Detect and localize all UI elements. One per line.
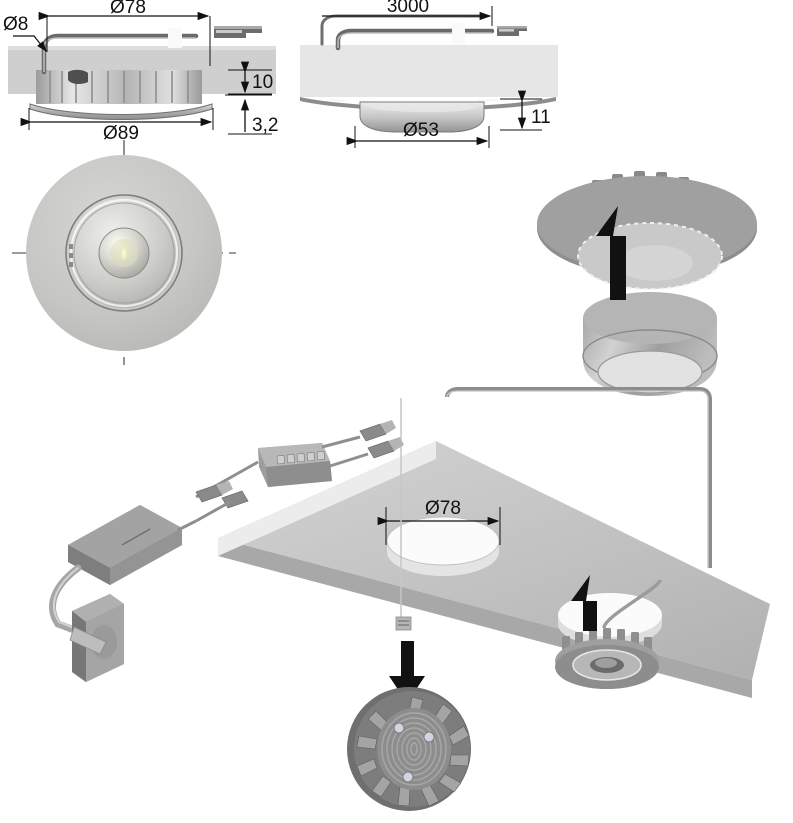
- clip-inner-serration: [577, 222, 723, 290]
- arrow-up-detail-icon: [596, 206, 626, 300]
- dimension-h32: 3,2: [225, 94, 278, 136]
- dim-label-dia53: Ø53: [403, 120, 439, 141]
- driver-label-line: [121, 528, 151, 546]
- wall-socket: [69, 594, 124, 682]
- dimension-h10: 10: [228, 61, 273, 95]
- dim-label-dia89: Ø89: [103, 123, 139, 144]
- view-section-left-recessed: Ø78 Ø8 Ø89 10 3,2: [3, 0, 278, 144]
- clip-hub: [617, 245, 693, 281]
- view-spring-clip-detail: [537, 171, 757, 396]
- plug-connector-a: [359, 420, 396, 442]
- slab-highlight: [8, 46, 276, 50]
- distributor-front: [266, 461, 332, 487]
- cable-entry-notch: [68, 69, 88, 85]
- dim-label-3000: 3000: [387, 0, 429, 17]
- view-isometric-installation: Ø78: [49, 387, 770, 811]
- driver-front-face: [110, 528, 182, 585]
- overhead-cable-2-highlight: [446, 390, 709, 568]
- led-driver: [68, 505, 182, 585]
- dimension-dia78-left: Ø78: [38, 0, 211, 66]
- dim-label-dia78-iso: Ø78: [425, 498, 461, 519]
- spring-body-top: [583, 292, 717, 344]
- distributor-cable-b: [329, 452, 369, 468]
- installed-reflector-ring: [572, 649, 642, 681]
- socket-plug: [69, 626, 107, 655]
- heatsink-center-plate: [377, 708, 451, 790]
- mounting-screw-3: [402, 771, 414, 783]
- ceiling-panel-left-edge: [218, 441, 436, 556]
- lens-highlight: [368, 102, 476, 113]
- cable-highlight-right: [337, 32, 492, 48]
- installed-cable-tail: [602, 579, 662, 629]
- luminaire-installed: [555, 579, 662, 689]
- distributor-cable-a: [321, 435, 361, 449]
- drop-cable-1-connector: [395, 616, 412, 631]
- driver-output-cable: [177, 519, 197, 532]
- plan-led-emitter: [120, 246, 128, 260]
- cutout-1-hole: [387, 517, 499, 565]
- dimension-h11: 11: [500, 90, 551, 131]
- cutout-1-wall: [387, 541, 499, 576]
- overhead-cable-2: [445, 387, 712, 568]
- mounting-screw-2: [423, 731, 435, 743]
- socket-top-bevel: [72, 594, 124, 622]
- heatsink-body: [36, 70, 202, 104]
- dimension-dia8-leader: Ø8: [3, 14, 47, 52]
- driver-left-face: [68, 545, 110, 585]
- installed-lens-glow: [595, 658, 617, 668]
- luminaire-rear-heatsink: [347, 687, 471, 811]
- plug-connector-left: [214, 26, 262, 38]
- dim-label-h10: 10: [252, 72, 273, 93]
- trim-flange: [29, 103, 213, 120]
- dimension-dia78-iso: Ø78: [377, 498, 501, 545]
- dimension-len3000: 3000: [322, 0, 493, 26]
- plug-connector-right: [497, 26, 527, 36]
- dim-label-dia78-left: Ø78: [110, 0, 146, 18]
- dimension-dia89-left: Ø89: [20, 108, 214, 144]
- dimension-dia53: Ø53: [346, 120, 490, 148]
- plan-ring-notches: [69, 244, 73, 267]
- plan-reflector-ring-outline: [65, 194, 183, 312]
- driver-output-cable-2: [195, 500, 231, 523]
- view-section-right-surface: 3000 11 Ø53: [300, 0, 558, 148]
- distributor-ports: [276, 451, 325, 465]
- plan-reflector-inner-edge: [73, 202, 175, 304]
- luminaire-section-left: [29, 69, 213, 120]
- mains-cable-highlight: [52, 567, 79, 629]
- view-plan-front-face: [12, 140, 236, 365]
- heatsink-concentric-rings: [381, 712, 447, 786]
- plug-connector-b: [367, 437, 404, 459]
- dim-label-h32: 3,2: [252, 115, 278, 136]
- dim-label-h11: 11: [531, 107, 551, 128]
- driver-top: [68, 505, 182, 568]
- ceiling-slab-right: [300, 45, 558, 97]
- cable-tag: [168, 28, 182, 48]
- dim-label-dia8: Ø8: [3, 14, 28, 35]
- mounting-screw-1: [393, 722, 405, 734]
- distributor-box: [258, 443, 332, 487]
- cable-tag-right: [452, 23, 465, 45]
- plug-connector-c: [195, 481, 233, 503]
- arrow-up-icon: [571, 575, 597, 631]
- spring-body-lens: [598, 351, 702, 393]
- spring-body-lens-edge: [597, 350, 703, 394]
